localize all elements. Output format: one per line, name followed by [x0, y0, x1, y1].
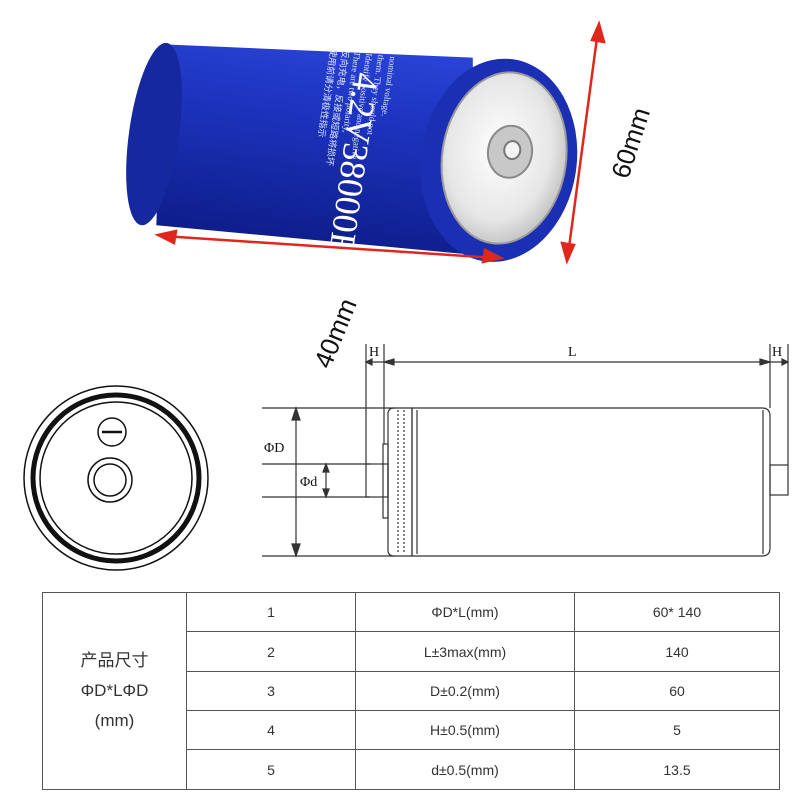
- dim-phi-D: ΦD: [264, 441, 284, 456]
- table-row: 4 H±0.5(mm) 5: [43, 710, 780, 751]
- length-label-svg: 40mm: [308, 294, 363, 372]
- diameter-arrow: [566, 29, 600, 256]
- table-cell-no: 1: [186, 591, 356, 633]
- table-cell-value: 5: [574, 710, 780, 751]
- table-cell-value: 13.5: [574, 749, 780, 790]
- diameter-label: 60mm: [605, 104, 656, 182]
- product-photo: 4.2V38000F 使用前请分清极性指示 反向充电，反接或短路将损坏 Ther…: [126, 20, 656, 265]
- row-header-line: ΦD*LΦD: [80, 681, 149, 700]
- table-cell-value: 60: [574, 670, 780, 712]
- dim-L: L: [568, 345, 577, 360]
- end-view: [23, 385, 209, 571]
- spec-table: 产品尺寸 ΦD*LΦD (mm) 1 ΦD*L(mm) 60* 140 2 L±…: [42, 591, 780, 790]
- table-cell-param: ΦD*L(mm): [355, 591, 575, 633]
- table-cell-param: d±0.5(mm): [355, 749, 575, 790]
- technical-drawing: H L H ΦD Φd: [23, 344, 790, 571]
- terminal-inner: [93, 463, 127, 497]
- table-cell-value: 60* 140: [574, 591, 780, 633]
- table-cell-no: 4: [186, 710, 356, 751]
- table-cell-param: D±0.2(mm): [355, 670, 575, 712]
- minus-terminal-symbol: [97, 417, 127, 447]
- table-cell-no: 2: [186, 631, 356, 672]
- table-row: 2 L±3max(mm) 140: [43, 631, 780, 672]
- table-cell-no: 3: [186, 670, 356, 712]
- dim-H-right: H: [772, 345, 782, 360]
- terminal-outer: [87, 457, 133, 503]
- table-cell-value: 140: [574, 631, 780, 672]
- table-row: 产品尺寸 ΦD*LΦD (mm) 1 ΦD*L(mm) 60* 140: [42, 591, 780, 790]
- dim-H-left: H: [369, 345, 379, 360]
- row-header-line: (mm): [94, 711, 135, 730]
- row-header: 产品尺寸 ΦD*LΦD (mm): [42, 592, 187, 790]
- dim-phi-d: Φd: [300, 475, 317, 490]
- table-row: 3 D±0.2(mm) 60: [43, 670, 780, 712]
- row-header-line: 产品尺寸: [80, 651, 149, 670]
- capacitor-body: [156, 44, 476, 255]
- table-cell-param: L±3max(mm): [355, 631, 575, 672]
- side-view: [262, 344, 790, 558]
- table-row: 5 d±0.5(mm) 13.5: [43, 749, 780, 790]
- table-cell-param: H±0.5(mm): [355, 710, 575, 751]
- table-cell-no: 5: [186, 749, 356, 790]
- length-arrow: [162, 234, 497, 260]
